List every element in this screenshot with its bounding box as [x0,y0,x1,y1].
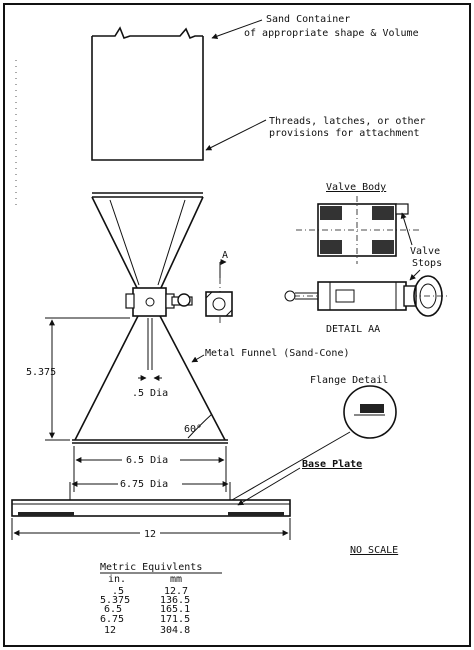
label-detail-aa: DETAIL AA [326,324,380,335]
detail-aa-assembly: DETAIL AA [284,275,450,335]
table-row-mm: 165.1 [160,604,190,615]
label-metal-funnel: Metal Funnel (Sand-Cone) [205,348,350,359]
sand-container [91,26,204,161]
table-row-in: 12 [104,625,116,636]
table-title: Metric Equivlents [100,562,202,573]
label-flange-detail: Flange Detail [310,375,388,386]
label-threads-1: Threads, latches, or other [269,116,426,127]
dim-height: 5.375 [26,317,130,441]
dim-base-dia: 6.75 Dia [69,476,231,500]
page-border [3,3,471,647]
label-sand-container-1: Sand Container [266,14,350,25]
dim-plate-width-label: 12 [144,529,156,540]
table-row-in: 6.75 [100,614,124,625]
dim-cone-angle-label: 60° [184,424,202,435]
dim-cone-dia: 6.5 Dia [73,446,227,492]
label-valve-stops-2: Stops [412,258,442,269]
leader-metal-funnel [191,354,205,363]
label-valve-body: Valve Body [326,182,386,193]
upper-funnel [91,192,204,291]
dim-plate-width: 12 [11,518,291,540]
section-a-label: A [222,250,228,261]
flange-detail: Flange Detail [231,375,397,501]
table-row-mm: 136.5 [160,595,190,606]
base-plate [11,499,291,517]
dim-height-label: 5.375 [26,367,56,378]
dim-base-dia-label: 6.75 Dia [120,479,168,490]
metric-table: Metric Equivlents in. mm .5 12.7 5.375 1… [100,562,222,636]
dim-cone-angle: 60° [184,413,213,439]
label-threads-2: provisions for attachment [269,128,420,139]
lower-cone [72,315,228,444]
dim-valve-dia-label: .5 Dia [132,388,168,399]
leader-threads [205,119,267,151]
label-sand-container-2: of appropriate shape & Volume [244,28,419,39]
valve-section-view [205,291,233,317]
table-row-in: 6.5 [104,604,122,615]
label-base-plate: Base Plate [302,459,362,470]
dim-valve-dia: .5 Dia [132,375,168,399]
section-marker-a: A [219,250,228,325]
table-row-in: .5 [112,586,124,597]
table-col-mm: mm [170,574,182,585]
valve-body-detail: Valve Body Valve Stops [296,182,442,281]
leader-base-plate [237,467,301,506]
table-col-in: in. [108,574,126,585]
table-row-mm: 12.7 [164,586,188,597]
label-valve-stops-1: Valve [410,246,440,257]
table-row-in: 5.375 [100,595,130,606]
label-no-scale: NO SCALE [350,545,398,556]
leader-sand-container [211,19,263,39]
dim-cone-dia-label: 6.5 Dia [126,455,168,466]
table-row-mm: 171.5 [160,614,190,625]
valve-assembly [125,287,193,317]
table-row-mm: 304.8 [160,625,190,636]
